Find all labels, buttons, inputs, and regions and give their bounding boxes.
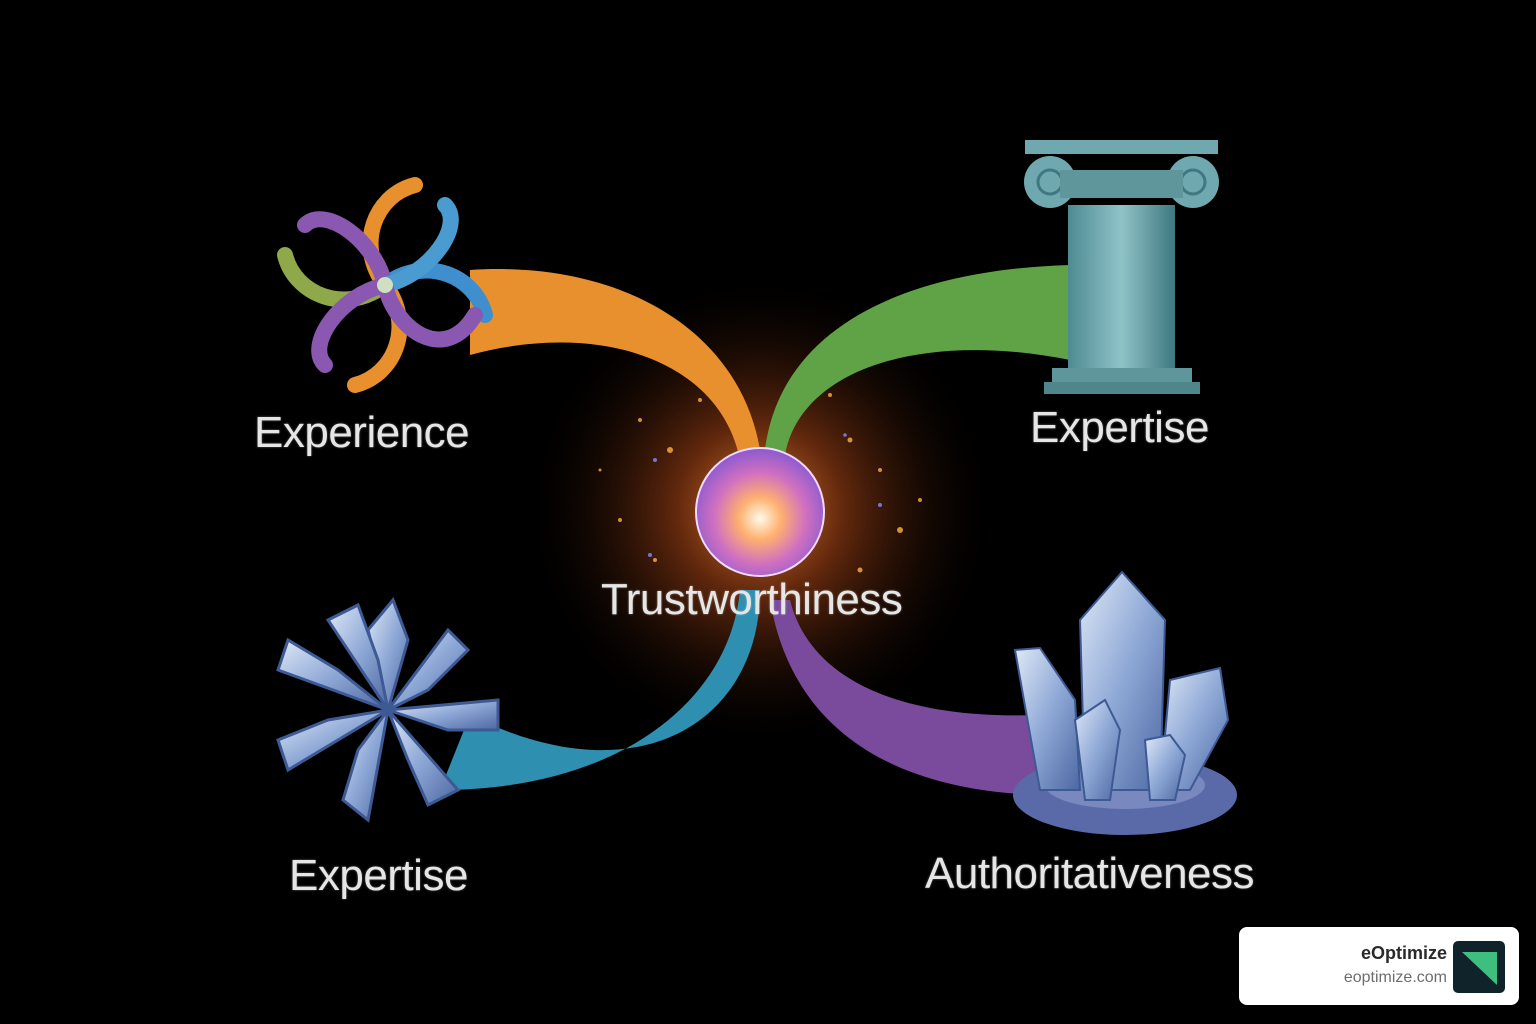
brand-name: eOptimize — [1360, 943, 1447, 963]
eoptimize-logo-icon — [1453, 941, 1505, 993]
ribbon-authoritativeness — [770, 600, 1040, 795]
ribbon-experience — [470, 269, 760, 460]
label-expertise-bottom: Expertise — [289, 851, 468, 900]
ribbon-expertise-top — [765, 265, 1070, 455]
brand-badge[interactable]: eOptimize eoptimize.com — [1239, 927, 1519, 1005]
crystal-flower-icon — [276, 597, 500, 823]
crystal-cluster-icon — [1013, 570, 1237, 835]
sparkles — [598, 393, 922, 573]
label-authoritativeness: Authoritativeness — [925, 849, 1255, 898]
brand-url[interactable]: eoptimize.com — [1343, 969, 1447, 986]
ionic-column-icon — [1024, 140, 1219, 394]
trust-orb-icon — [695, 447, 825, 577]
label-expertise-top: Expertise — [1030, 403, 1209, 452]
swirl-icon — [277, 177, 493, 393]
ribbon-expertise-bottom — [440, 590, 760, 790]
label-experience: Experience — [254, 408, 470, 457]
label-trustworthiness: Trustworthiness — [601, 575, 903, 624]
